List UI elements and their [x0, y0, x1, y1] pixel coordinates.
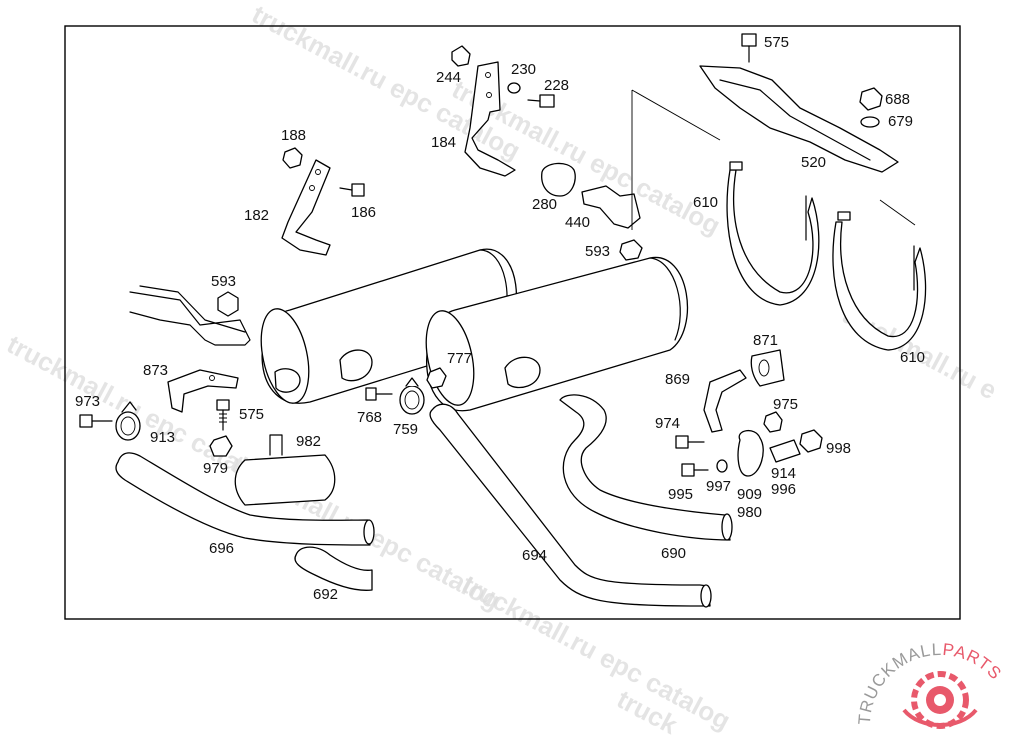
callout-575: 575 [764, 34, 789, 51]
clamp-909 [737, 430, 764, 477]
bracket-873 [167, 369, 239, 413]
callout-982: 982 [296, 433, 321, 450]
callout-679: 679 [888, 113, 913, 130]
bracket-182 [281, 159, 331, 256]
gear-wheel-icon [902, 671, 978, 729]
callout-759: 759 [393, 421, 418, 438]
callout-575: 575 [239, 406, 264, 423]
callout-610: 610 [693, 194, 718, 211]
callout-696: 696 [209, 540, 234, 557]
callout-869: 869 [665, 371, 690, 388]
bolt-768 [365, 387, 393, 401]
callout-186: 186 [351, 204, 376, 221]
diagram-frame [64, 25, 961, 620]
callout-593: 593 [211, 273, 236, 290]
callout-228: 228 [544, 77, 569, 94]
frame-rail-left [129, 291, 251, 346]
nut-188 [282, 147, 303, 169]
callout-440: 440 [565, 214, 590, 231]
nut-688 [859, 87, 883, 111]
callout-610: 610 [900, 349, 925, 366]
nut-244 [451, 45, 471, 67]
callout-871: 871 [753, 332, 778, 349]
rubber-mount-871 [750, 349, 785, 387]
callout-914: 914 [771, 465, 796, 482]
nut-998 [799, 429, 823, 453]
truckmall-parts-logo: TRUCKMALLPARTS [855, 640, 1006, 729]
pipe-694 [429, 403, 711, 607]
callout-688: 688 [885, 91, 910, 108]
svg-text:TRUCKMALLPARTS: TRUCKMALLPARTS [855, 640, 1006, 726]
nut-593-left [217, 291, 239, 317]
bolt-575-left [216, 399, 230, 431]
callout-974: 974 [655, 415, 680, 432]
callout-995: 995 [668, 486, 693, 503]
rubber-mount-280 [541, 162, 576, 197]
strap-610-right [832, 221, 927, 351]
callout-230: 230 [511, 61, 536, 78]
callout-973: 973 [75, 393, 100, 410]
callout-975: 975 [773, 396, 798, 413]
washer-997 [716, 459, 728, 473]
crossmember-520 [699, 65, 899, 173]
bolt-974 [675, 435, 705, 449]
pipe-690 [559, 394, 731, 541]
pipe-696 [115, 452, 371, 546]
callout-909: 909 [737, 486, 762, 503]
callout-997: 997 [706, 478, 731, 495]
bracket-869 [703, 369, 747, 433]
callout-labels: 575 244 230 228 688 679 188 184 520 182 … [75, 34, 925, 603]
nut-593-center [619, 239, 643, 261]
bolt-575-top [741, 33, 757, 63]
logo-text-main: TRUCKMALL [855, 640, 943, 726]
clamp-759 [399, 377, 425, 415]
callout-777: 777 [447, 350, 472, 367]
callout-979: 979 [203, 460, 228, 477]
callout-694: 694 [522, 547, 547, 564]
callout-692: 692 [313, 586, 338, 603]
nut-979 [209, 435, 233, 457]
clamp-982 [234, 454, 336, 506]
bracket-184 [464, 61, 516, 177]
callout-593: 593 [585, 243, 610, 260]
callout-184: 184 [431, 134, 456, 151]
pipe-692 [294, 546, 373, 591]
callout-690: 690 [661, 545, 686, 562]
callout-996: 996 [771, 481, 796, 498]
callout-244: 244 [436, 69, 461, 86]
muffler-left [260, 248, 517, 404]
bolt-973 [79, 414, 113, 428]
bracket-440 [581, 185, 641, 229]
strap-610-left [726, 169, 820, 306]
bolt-186 [339, 183, 365, 197]
callout-768: 768 [357, 409, 382, 426]
callout-520: 520 [801, 154, 826, 171]
nut-777 [426, 367, 447, 389]
callout-280: 280 [532, 196, 557, 213]
washer-679 [860, 116, 880, 128]
bolt-228 [527, 94, 555, 108]
washer-230 [507, 82, 521, 94]
callout-873: 873 [143, 362, 168, 379]
callout-913: 913 [150, 429, 175, 446]
spacer-914 [769, 439, 801, 463]
callout-998: 998 [826, 440, 851, 457]
callout-188: 188 [281, 127, 306, 144]
clamp-913 [115, 401, 141, 441]
bolt-995 [681, 463, 709, 477]
callout-980: 980 [737, 504, 762, 521]
nut-975 [763, 411, 783, 433]
callout-182: 182 [244, 207, 269, 224]
parts-drawing [79, 33, 927, 608]
